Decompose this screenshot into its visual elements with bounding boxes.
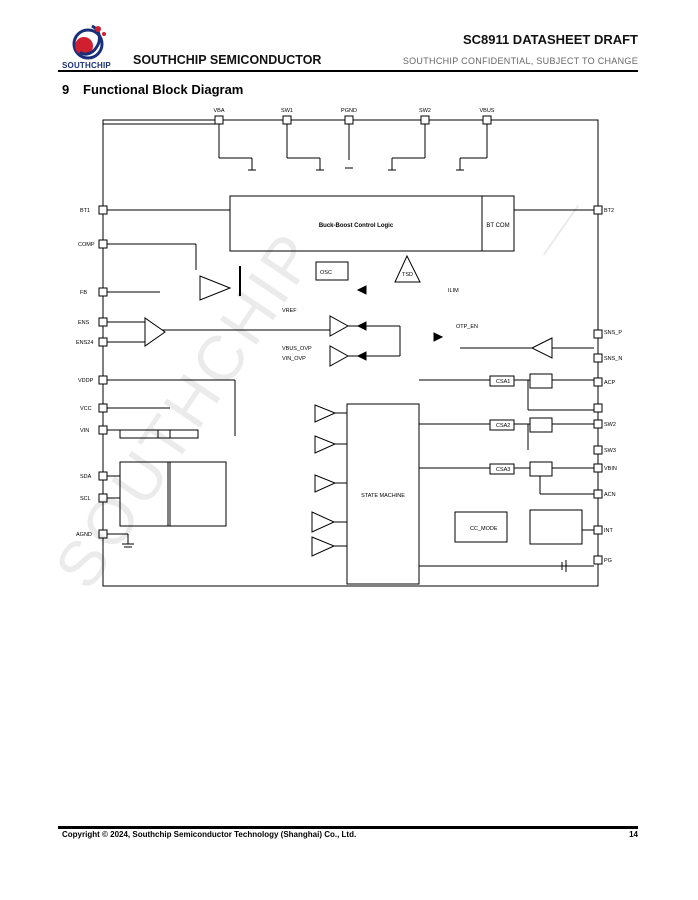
state-machine-label: STATE MACHINE bbox=[361, 493, 405, 499]
pin-sw2-right: SW2 bbox=[604, 422, 616, 428]
company-name: SOUTHCHIP SEMICONDUCTOR bbox=[133, 53, 322, 67]
signal-vbus-ovp: VBUS_OVP bbox=[282, 346, 312, 352]
section-number: 9 bbox=[62, 82, 70, 97]
pin-vin: VIN bbox=[80, 428, 89, 434]
document-title: SC8911 DATASHEET DRAFT bbox=[462, 32, 638, 47]
pin-ens: ENS bbox=[78, 320, 90, 326]
csa3-label: CSA3 bbox=[496, 467, 510, 473]
pin-vcc: VCC bbox=[80, 406, 92, 412]
pin-vddp: VDDP bbox=[78, 378, 94, 384]
pin-acn: ACN bbox=[604, 492, 616, 498]
copyright: Copyright © 2024, Southchip Semiconducto… bbox=[62, 830, 357, 839]
confidential-note: SOUTHCHIP CONFIDENTIAL, SUBJECT TO CHANG… bbox=[402, 56, 638, 66]
control-logic-label: Buck-Boost Control Logic bbox=[319, 223, 394, 229]
page-number: 14 bbox=[629, 830, 638, 839]
pin-scl: SCL bbox=[80, 496, 91, 502]
pin-bt1: BT1 bbox=[80, 208, 90, 214]
pin-vba: VBA bbox=[213, 108, 224, 114]
signal-vin-ovp: VIN_OVP bbox=[282, 356, 306, 362]
tsd-label: TSD bbox=[402, 272, 413, 278]
csa1-label: CSA1 bbox=[496, 379, 510, 385]
pin-sda: SDA bbox=[80, 474, 92, 480]
header-rule bbox=[58, 70, 638, 72]
signal-cc-mode: CC_MODE bbox=[470, 526, 498, 532]
pin-bt2: BT2 bbox=[604, 208, 614, 214]
pin-pgnd: PGND bbox=[341, 108, 357, 114]
pin-fb: FB bbox=[80, 290, 87, 296]
pin-pg: PG bbox=[604, 558, 612, 564]
pin-int: INT bbox=[604, 528, 614, 534]
csa2-label: CSA2 bbox=[496, 423, 510, 429]
pin-agnd: AGND bbox=[76, 532, 92, 538]
signal-ilim: ILIM bbox=[448, 288, 459, 294]
pin-acp: ACP bbox=[604, 380, 616, 386]
pin-vbus: VBUS bbox=[480, 108, 495, 114]
pin-sw3: SW3 bbox=[604, 448, 616, 454]
section-title: Functional Block Diagram bbox=[83, 82, 244, 97]
pin-comp: COMP bbox=[78, 242, 95, 248]
pin-sw1: SW1 bbox=[281, 108, 293, 114]
footer-rule bbox=[58, 826, 638, 829]
signal-otp-en: OTP_EN bbox=[456, 324, 478, 330]
signal-vref: VREF bbox=[282, 308, 297, 314]
southchip-logo bbox=[72, 24, 106, 60]
pin-sns-p: SNS_P bbox=[604, 330, 622, 336]
brand-name: SOUTHCHIP bbox=[62, 61, 111, 70]
pin-sns-n: SNS_N bbox=[604, 356, 622, 362]
btcom-label: BT COM bbox=[486, 223, 509, 229]
pin-vbin: VBIN bbox=[604, 466, 617, 472]
osc-label: OSC bbox=[320, 270, 332, 276]
pin-ens24: ENS24 bbox=[76, 340, 93, 346]
pin-sw2: SW2 bbox=[419, 108, 431, 114]
